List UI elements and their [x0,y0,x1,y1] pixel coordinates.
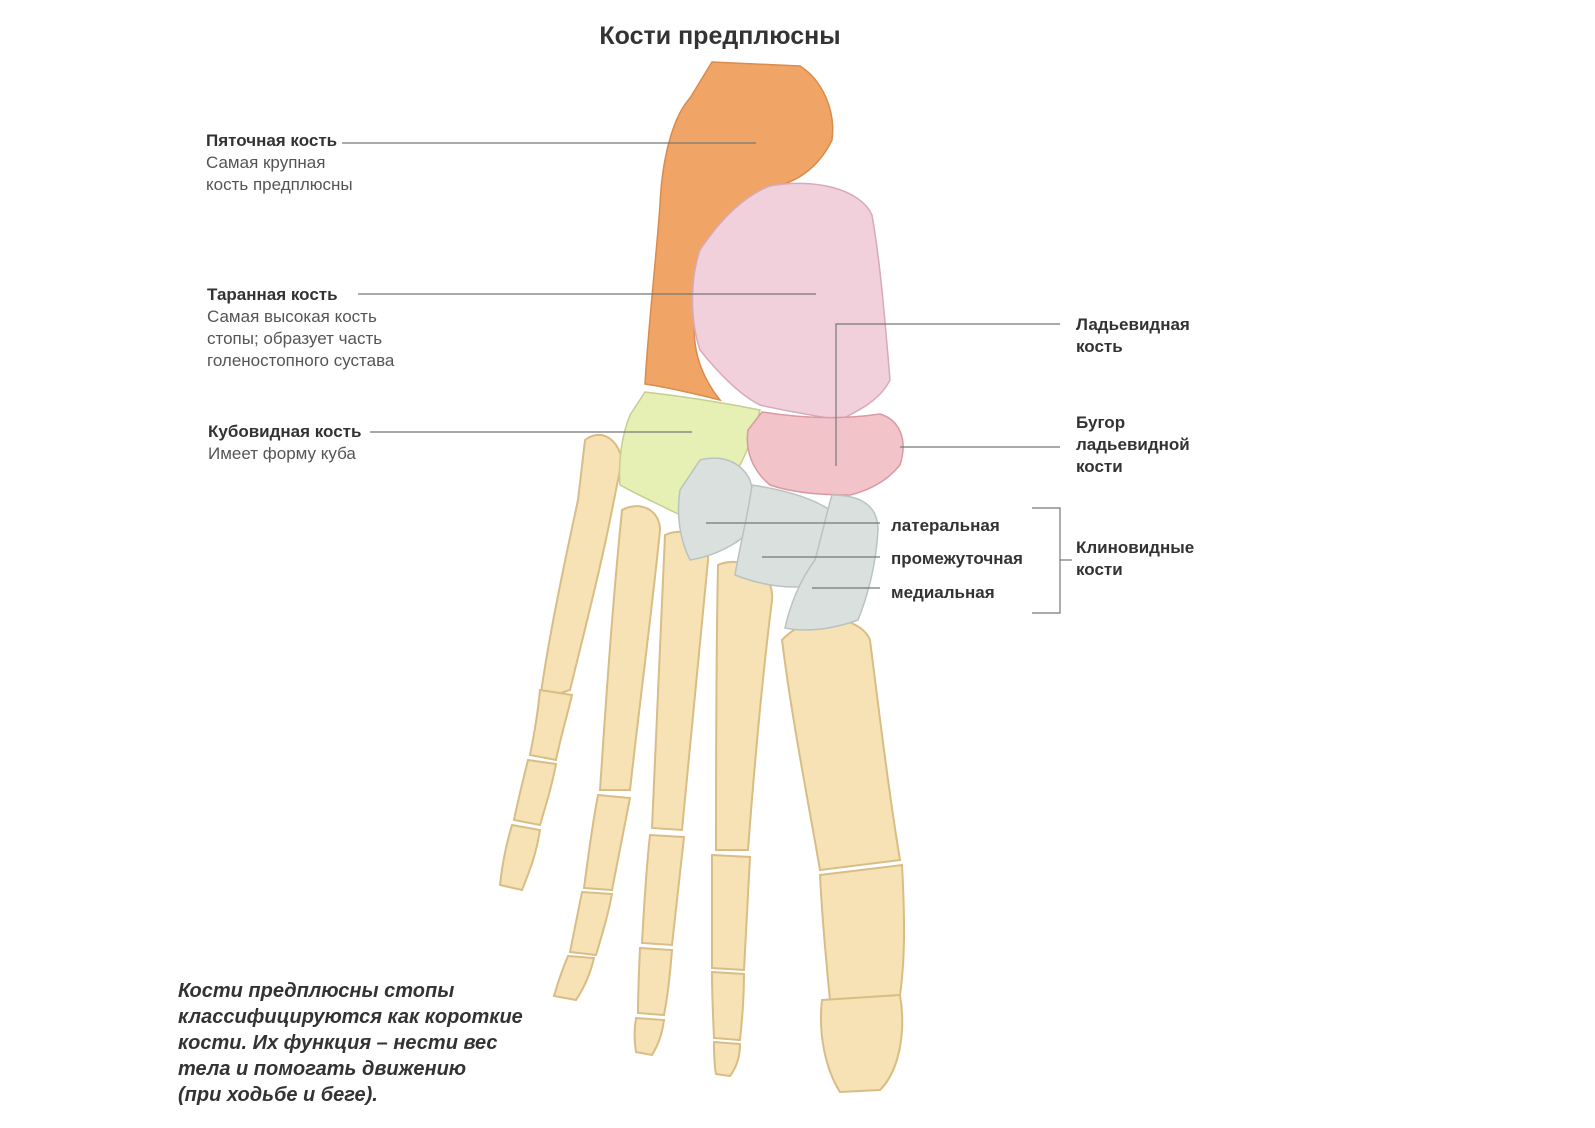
metatarsal-1 [780,618,902,872]
label-cuneiform-intermediate: промежуточная [891,549,1023,568]
label-cuneiform-lateral: латеральная [891,516,1000,535]
label-talus: Таранная кость Самая высокая кость стопы… [207,284,394,372]
label-cuneiforms: Клиновидные кости [1076,538,1195,579]
phalanx-2-middle [710,970,746,1042]
label-navicular-tuberosity: Бугор ладьевидной кости [1076,413,1190,476]
phalanx-1-proximal [818,863,906,1002]
phalanx-2-proximal [710,853,752,972]
cuneiform-medial-shape [784,494,879,631]
label-calcaneus: Пяточная кость Самая крупная кость предп… [206,130,353,196]
tarsal-bones [618,61,904,631]
phalanx-1-distal [819,993,904,1094]
navicular-shape [746,411,904,496]
talus-shape [691,182,891,421]
label-cuboid: Кубовидная кость Имеет форму куба [208,421,361,465]
phalanx-3-middle [636,946,674,1017]
phalanx-5-proximal [528,688,574,762]
cuneiform-lateral-shape [677,457,761,561]
diagram-title: Кости предплюсны [599,22,841,50]
caption: Кости предплюсны стопы классифицируются … [178,980,523,1106]
phalanx-2-distal [712,1040,742,1078]
metatarsal-2 [714,560,774,851]
phalanx-4-middle [568,890,614,957]
label-calcaneus-heading: Пяточная кость [206,131,338,150]
leader-lines [342,142,1072,614]
phalanx-4-proximal [582,793,632,892]
metatarsal-3 [650,530,710,832]
label-talus-desc: Самая высокая кость стопы; образует част… [207,307,395,370]
phalanx-3-distal [633,1016,666,1057]
label-cuneiform-medial: медиальная [891,583,995,602]
label-calcaneus-desc: Самая крупная кость предплюсны [206,153,353,194]
cuneiform-bracket [1032,507,1061,614]
phalanx-4-distal [552,954,596,1002]
phalanx-5-distal [498,823,542,892]
label-talus-heading: Таранная кость [207,285,338,304]
phalanx-3-proximal [640,833,686,947]
label-cuboid-heading: Кубовидная кость [208,422,362,441]
metatarsal-4 [598,505,662,791]
toe-bones [498,433,906,1094]
calcaneus-shape [644,61,834,402]
label-cuboid-desc: Имеет форму куба [208,444,356,463]
phalanx-5-middle [512,758,558,827]
leader-navicular [835,323,1060,466]
metatarsal-5 [538,433,624,702]
label-navicular: Ладьевидная кость [1076,315,1190,356]
